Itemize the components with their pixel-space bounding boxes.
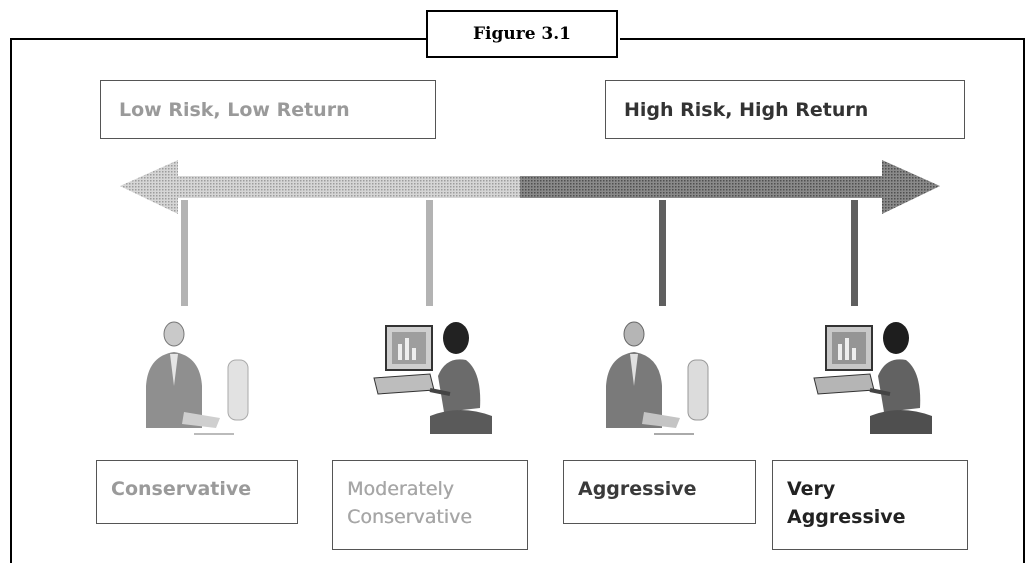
frame-border-left [10,38,12,563]
low-risk-label: Low Risk, Low Return [100,80,436,139]
figure-title: Figure 3.1 [426,10,618,58]
high-risk-label: High Risk, High Return [605,80,965,139]
stem-conservative [181,200,188,306]
stem-very-aggressive [851,200,858,306]
frame-border-top-left [10,38,426,40]
businessman-at-computer-icon [606,321,709,435]
investor-label-conservative: Conservative [96,460,298,524]
arrow-left-half [120,160,520,214]
investor-label-aggressive: Aggressive [563,460,756,524]
woman-at-computer-icon [373,322,492,434]
investor-label-very-aggressive: Very Aggressive [772,460,968,550]
arrow-right-half [520,160,940,214]
frame-border-right [1023,38,1025,563]
stem-moderately-conservative [426,200,433,306]
stem-aggressive [659,200,666,306]
woman-at-computer-icon [813,322,932,434]
frame-border-top-right [620,38,1025,40]
investor-label-moderately-conservative: Moderately Conservative [332,460,528,550]
businessman-at-computer-icon [146,321,249,435]
